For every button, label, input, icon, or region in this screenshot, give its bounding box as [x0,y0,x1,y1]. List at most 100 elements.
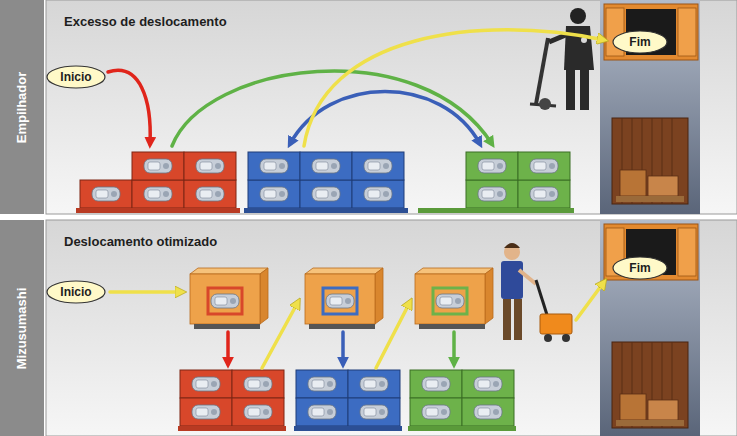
route-arrow [172,71,492,146]
scenario-panel: Excesso de deslocamentoInicio Fim [46,0,737,214]
oval-shape [47,66,105,88]
orange-carton [305,268,383,329]
pallet-base [76,208,240,213]
red-stack [178,370,286,431]
truck-door [604,224,698,280]
pallet-base [294,426,402,431]
terminal-oval: Inicio [46,280,106,304]
route-arrow [304,30,604,146]
worker-arm [519,270,536,284]
blue-stack [294,370,402,431]
panel-ground [46,0,737,214]
red-box [184,152,236,180]
jack-wheel [544,334,552,342]
green-box [466,152,518,180]
route-arrow [341,332,345,364]
green-box [518,152,570,180]
blue-box [348,370,400,398]
red-box [180,398,232,426]
band-label: Mizusumashi [15,287,30,369]
pallet-jack-worker [501,243,572,342]
blue-box [248,180,300,208]
part-icon [211,294,239,308]
red-box [184,180,236,208]
worker-hair [504,243,520,248]
red-box [132,180,184,208]
route-arrow [262,302,298,368]
part-icon [436,294,464,308]
supermarket-cartons [190,268,493,329]
dock-strip [600,220,700,436]
scenario-panel: Deslocamento otimizadoInicio Fim [46,220,737,436]
red-box [232,398,284,426]
panel-ground [46,220,737,436]
panel-heading: Deslocamento otimizado [64,234,217,249]
terminal-oval: Fim [612,256,668,280]
truck-door [604,4,698,60]
part-icon [326,294,354,308]
route-arrows [108,30,604,146]
oval-shape [47,281,105,303]
blue-box [300,152,352,180]
terminal-oval: Fim [612,30,668,54]
green-box [462,398,514,426]
blue-box [296,370,348,398]
worker-shirt [501,261,523,299]
worker-leg [503,299,511,340]
terminal-label: Fim [629,262,650,274]
side-band: Mizusumashi [0,220,44,436]
panel-heading: Excesso de deslocamento [64,14,227,29]
pallet-base [178,426,286,431]
red-stack [76,152,240,213]
green-box [466,180,518,208]
blue-box [300,180,352,208]
jack-wheel [562,334,570,342]
route-arrow [226,332,230,364]
container [612,118,688,204]
blue-box [352,180,404,208]
side-band: Empilhador [0,0,44,214]
blue-box [352,152,404,180]
route-arrow [452,332,456,364]
terminal-label: Fim [629,36,650,48]
route-arrow [110,290,182,294]
green-box [462,370,514,398]
dock-strip [600,0,700,214]
orange-carton [415,268,493,329]
route-arrow [290,92,480,145]
worker-leg [514,299,522,340]
blue-box [348,398,400,426]
green-stack [418,152,574,213]
blue-box [248,152,300,180]
blue-box [296,398,348,426]
green-stack [408,370,516,431]
route-arrow [576,282,604,320]
jack-body [540,314,572,334]
terminal-oval: Inicio [46,65,106,89]
pallet-base [244,208,408,213]
worker-leg [580,70,589,110]
green-box [410,370,462,398]
hand-truck-wheel [539,98,551,110]
jack-handle [536,280,548,318]
route-arrow [376,302,410,368]
route-arrows [110,282,604,368]
oval-shape [613,257,667,279]
pallet-base [408,426,516,431]
kanban-frame [208,288,242,314]
kanban-frame [323,288,357,314]
hand-truck-worker [530,8,594,110]
green-box [518,180,570,208]
hand-truck-frame [536,38,548,104]
route-arrow [108,70,150,144]
blue-stack [244,152,408,213]
kanban-frame [433,288,467,314]
band-label: Empilhador [15,71,30,143]
worker-head [570,8,586,24]
pallet-base [418,208,574,213]
red-box [180,370,232,398]
worker-leg [566,70,575,110]
worker-head [504,244,520,260]
